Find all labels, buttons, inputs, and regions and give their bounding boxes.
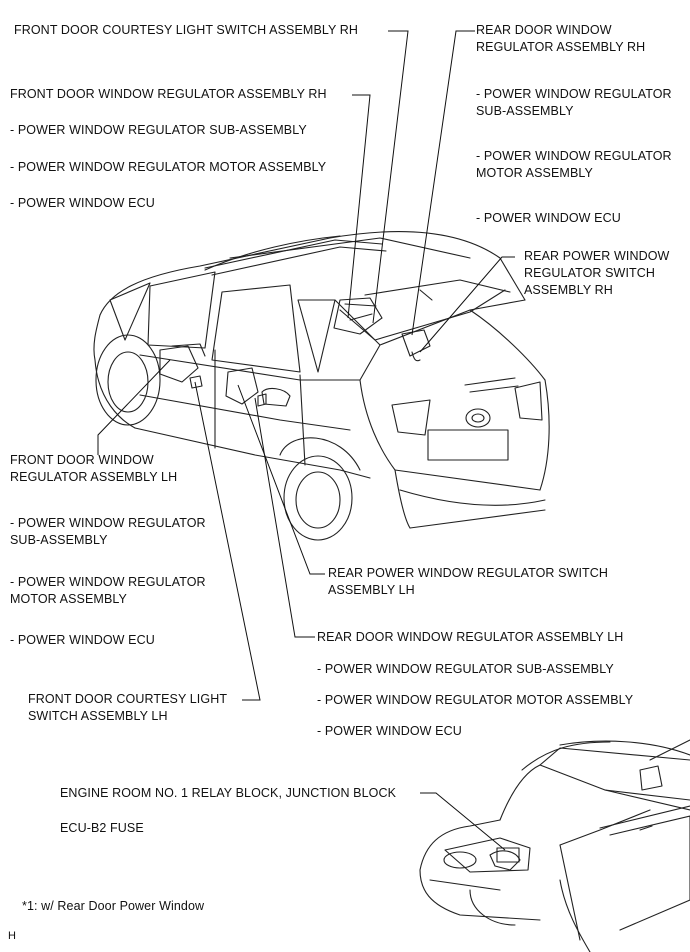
label-rear-rh-motor-line2: MOTOR ASSEMBLY <box>476 166 593 180</box>
label-rear-rh-sub-line1: - POWER WINDOW REGULATOR <box>476 87 672 101</box>
label-rear-regulator-lh: REAR DOOR WINDOW REGULATOR ASSEMBLY LH <box>317 630 624 644</box>
label-rear-switch-rh-line3: ASSEMBLY RH <box>524 283 613 297</box>
label-front-regulator-lh-line1: FRONT DOOR WINDOW <box>10 453 154 467</box>
label-front-regulator-rh: FRONT DOOR WINDOW REGULATOR ASSEMBLY RH <box>10 87 327 101</box>
label-front-lh-ecu: - POWER WINDOW ECU <box>10 633 155 647</box>
label-front-rh-motor-assembly: - POWER WINDOW REGULATOR MOTOR ASSEMBLY <box>10 160 327 174</box>
main-vehicle-drawing <box>93 231 550 541</box>
label-front-lh-sub-line2: SUB-ASSEMBLY <box>10 533 108 547</box>
label-relay-block: ENGINE ROOM NO. 1 RELAY BLOCK, JUNCTION … <box>60 786 397 800</box>
label-rear-rh-sub-line2: SUB-ASSEMBLY <box>476 104 574 118</box>
label-front-lh-motor-line1: - POWER WINDOW REGULATOR <box>10 575 206 589</box>
label-rear-switch-rh-line1: REAR POWER WINDOW <box>524 249 670 263</box>
label-rear-switch-lh-line1: REAR POWER WINDOW REGULATOR SWITCH <box>328 566 609 580</box>
label-front-regulator-lh-line2: REGULATOR ASSEMBLY LH <box>10 470 178 484</box>
label-rear-lh-ecu: - POWER WINDOW ECU <box>317 724 462 738</box>
label-rear-rh-motor-line1: - POWER WINDOW REGULATOR <box>476 149 672 163</box>
label-rear-lh-sub-assembly: - POWER WINDOW REGULATOR SUB-ASSEMBLY <box>317 662 614 676</box>
label-front-courtesy-lh-line1: FRONT DOOR COURTESY LIGHT <box>28 692 228 706</box>
label-rear-switch-lh-line2: ASSEMBLY LH <box>328 583 415 597</box>
label-front-courtesy-rh: FRONT DOOR COURTESY LIGHT SWITCH ASSEMBL… <box>14 23 359 37</box>
label-fuse: ECU-B2 FUSE <box>60 821 144 835</box>
label-front-courtesy-lh-line2: SWITCH ASSEMBLY LH <box>28 709 168 723</box>
label-front-lh-sub-line1: - POWER WINDOW REGULATOR <box>10 516 206 530</box>
label-rear-rh-ecu: - POWER WINDOW ECU <box>476 211 621 225</box>
label-rear-regulator-rh-line2: REGULATOR ASSEMBLY RH <box>476 40 646 54</box>
label-front-rh-ecu: - POWER WINDOW ECU <box>10 196 155 210</box>
label-rear-lh-motor-assembly: - POWER WINDOW REGULATOR MOTOR ASSEMBLY <box>317 693 634 707</box>
label-front-lh-motor-line2: MOTOR ASSEMBLY <box>10 592 127 606</box>
corner-mark: H <box>8 930 17 942</box>
small-vehicle-drawing <box>419 739 690 952</box>
footnote: *1: w/ Rear Door Power Window <box>22 899 205 913</box>
label-front-rh-sub-assembly: - POWER WINDOW REGULATOR SUB-ASSEMBLY <box>10 123 307 137</box>
label-rear-switch-rh-line2: REGULATOR SWITCH <box>524 266 656 280</box>
label-rear-regulator-rh-line1: REAR DOOR WINDOW <box>476 23 612 37</box>
